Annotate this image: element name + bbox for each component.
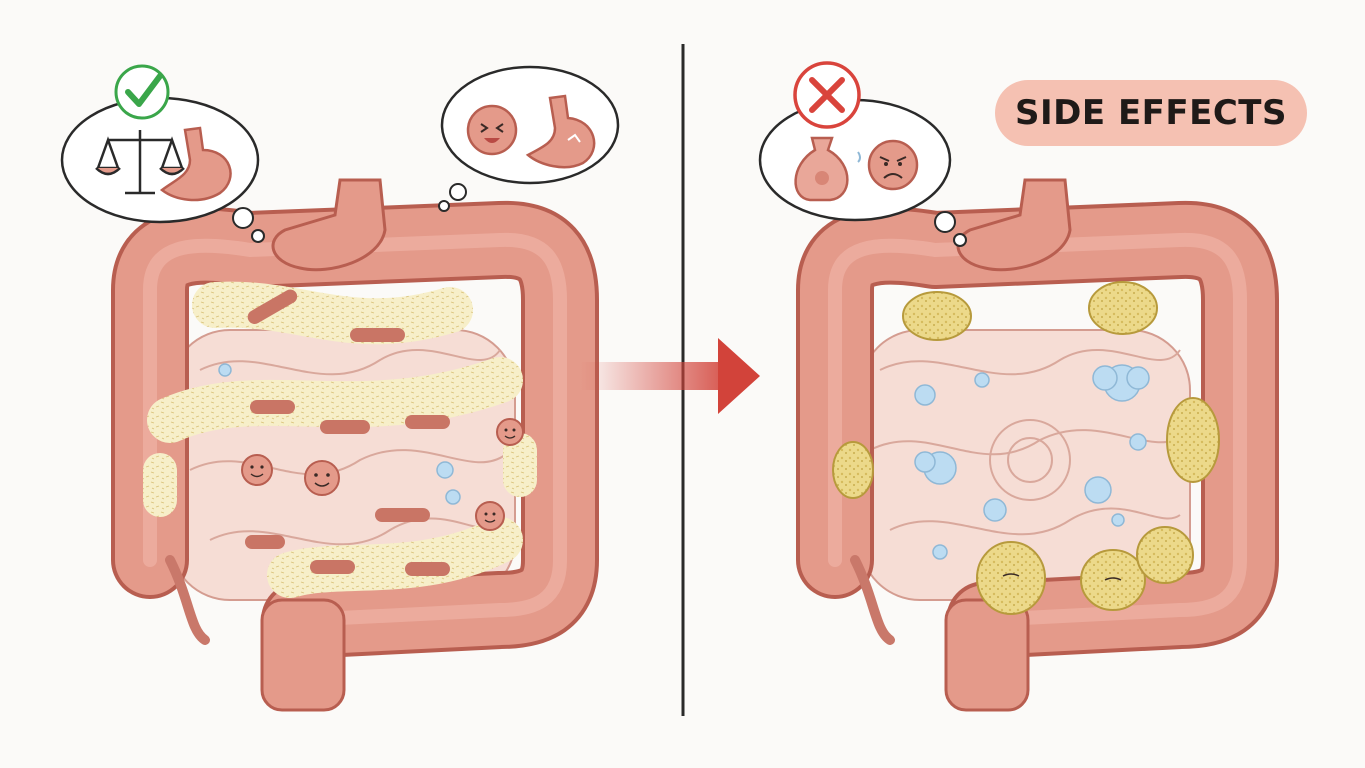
stool-clumps-right [832, 281, 1220, 615]
side-effects-badge: SIDE EFFECTS [995, 80, 1307, 146]
thought-bubble-balance [60, 64, 265, 243]
colon-right [796, 200, 1279, 712]
healthy-stomach-icon [159, 126, 232, 202]
happy-face-icon [466, 104, 518, 156]
happy-microbes-left [218, 363, 524, 531]
cross-icon [793, 61, 861, 129]
small-intestine-right [859, 329, 1191, 601]
thought-bubble-discomfort [758, 61, 967, 247]
bloated-stomach-icon [794, 136, 849, 202]
right-panel [758, 61, 1279, 712]
colon-left [111, 200, 599, 712]
thought-bubble-happy [438, 65, 620, 212]
left-panel [60, 64, 620, 712]
check-icon [114, 64, 170, 120]
gas-bubbles-right [914, 364, 1150, 560]
transition-arrow-icon [580, 338, 760, 414]
fiber-content-left [143, 281, 537, 598]
happy-stomach-icon [525, 94, 596, 169]
angry-face-icon [857, 139, 919, 191]
side-effects-label: SIDE EFFECTS [1015, 93, 1287, 133]
balance-scale-icon [95, 130, 185, 195]
stomach-left [271, 178, 387, 272]
